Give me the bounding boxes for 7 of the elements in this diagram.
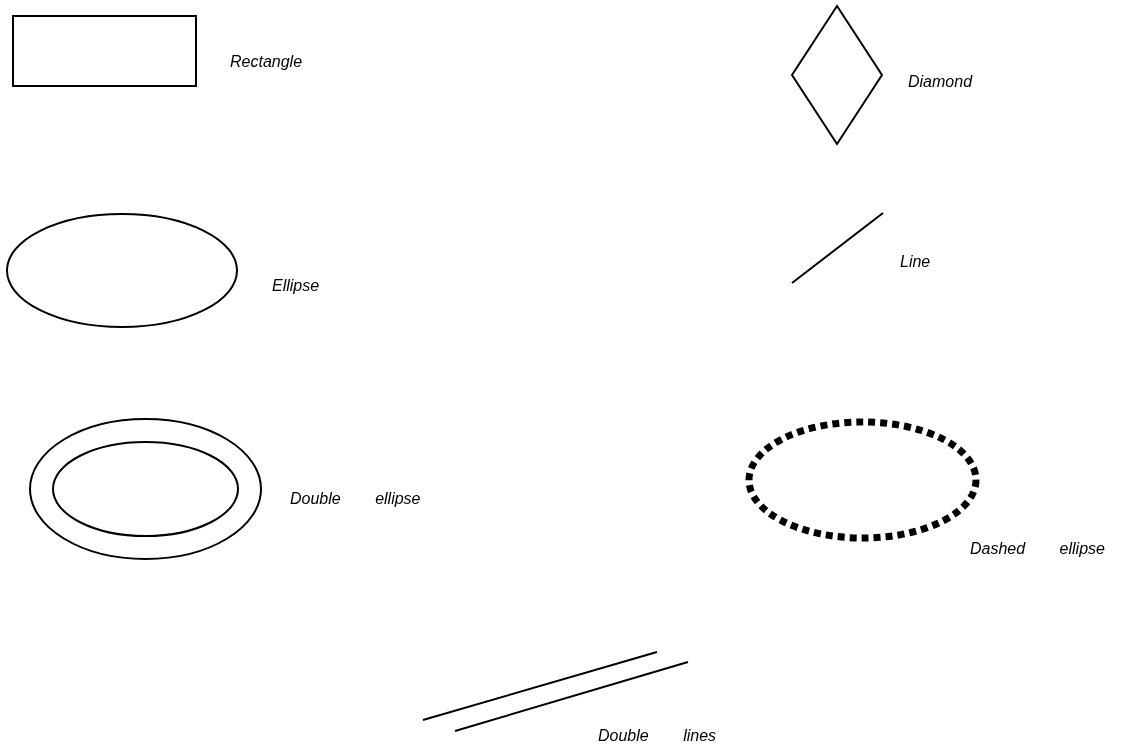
shape-label: Line	[900, 253, 931, 271]
shape-label: Double lines	[598, 727, 717, 745]
shape-label: Dashed ellipse	[970, 540, 1105, 558]
shape-label: Diamond	[908, 73, 973, 91]
shape-label: Double ellipse	[290, 490, 421, 508]
shape-label: Rectangle	[230, 53, 303, 71]
shape-label: Ellipse	[272, 277, 320, 295]
